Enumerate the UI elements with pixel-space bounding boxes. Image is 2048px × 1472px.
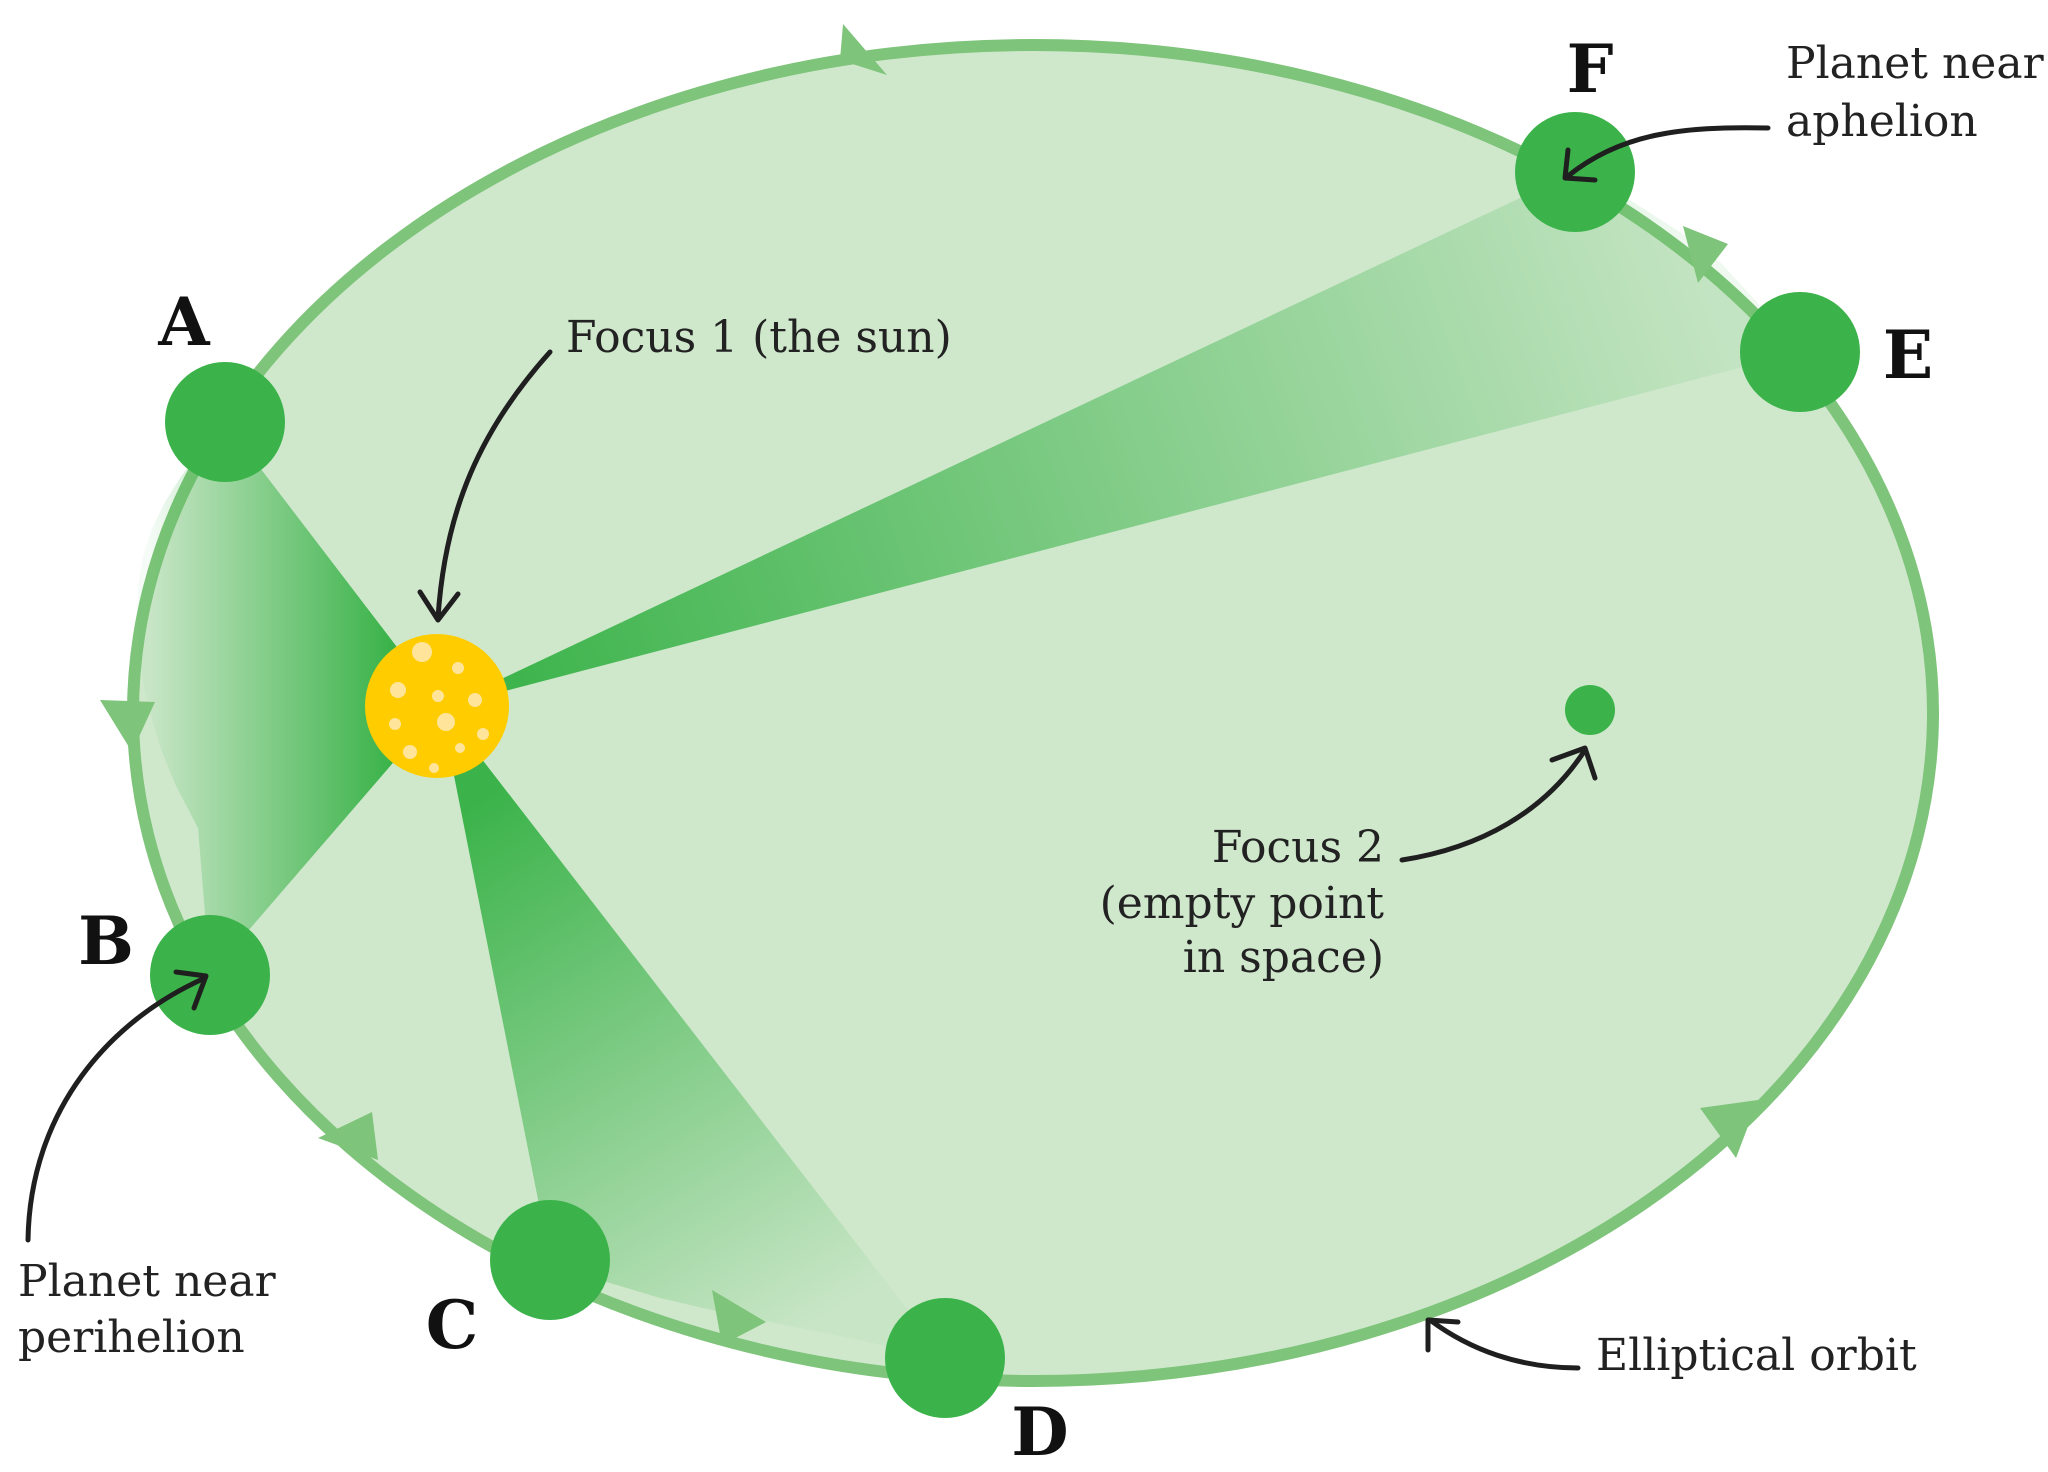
focus-2-label-line3: in space) [1183,932,1384,983]
orbit-arrow-lower-right [1700,1100,1758,1158]
label-c: C [426,1286,479,1364]
annotation-arrows [25,125,1771,1371]
focus-1-label: Focus 1 (the sun) [566,312,952,363]
label-a: A [157,283,210,361]
orbit-arrow-top [840,24,887,75]
orbit-direction-arrows [100,24,1758,1345]
orbit-arrow-bottom [712,1290,766,1345]
planet-e [1740,292,1860,412]
swept-area-ef [440,172,1800,708]
aphelion-label-line2: aphelion [1786,96,1978,147]
planet-c [490,1200,610,1320]
label-f: F [1567,30,1614,108]
perihelion-label-line1: Planet near [18,1256,277,1307]
orbit-arrow-left [100,700,155,752]
orbit-arrow-lower-left [318,1112,378,1160]
planet-b [150,915,270,1035]
swept-area-ab [137,422,442,975]
planet-a [165,362,285,482]
elliptical-orbit-label: Elliptical orbit [1596,1330,1917,1381]
focus-2-point [1565,685,1615,735]
label-d: D [1011,1393,1068,1471]
focus-2-label-line1: Focus 2 [1212,822,1384,873]
planet-d [885,1298,1005,1418]
label-e: E [1883,316,1933,394]
swept-area-cd [440,705,945,1358]
orbit-arrow-upper-right [1683,226,1728,283]
aphelion-label-line1: Planet near [1786,38,2045,89]
label-b: B [78,902,134,980]
sun-icon [365,634,509,778]
perihelion-label-line2: perihelion [18,1312,245,1363]
focus-2-label-line2: (empty point [1100,878,1385,929]
